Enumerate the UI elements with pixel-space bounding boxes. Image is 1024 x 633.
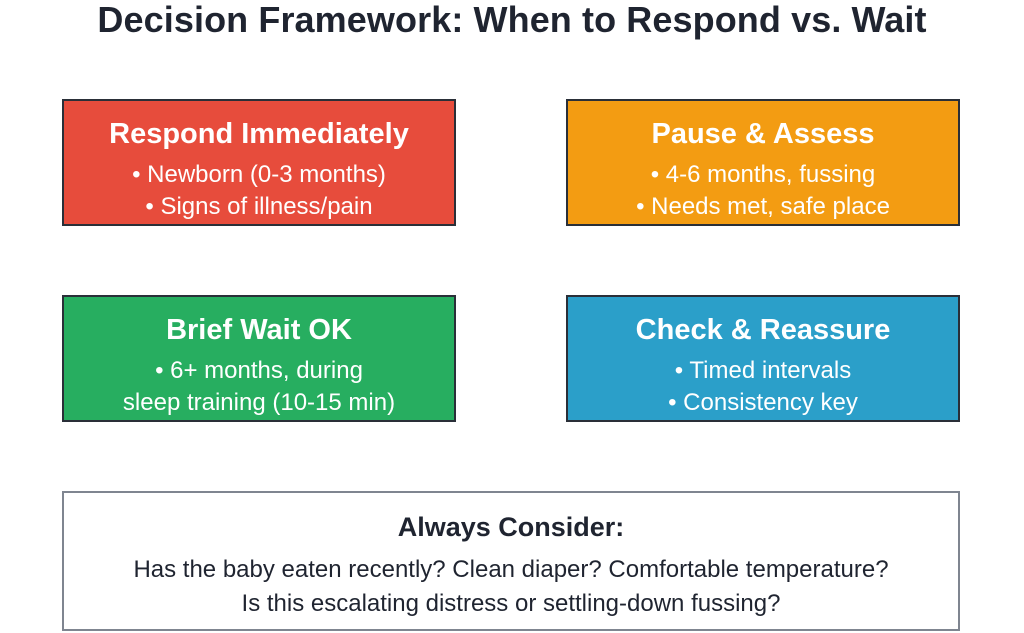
always-consider-box: Always Consider: Has the baby eaten rece… xyxy=(62,491,960,631)
box-line: • Signs of illness/pain xyxy=(145,193,373,220)
box-line: • Newborn (0-3 months) xyxy=(132,161,386,188)
respond-immediately-box: Respond Immediately • Newborn (0-3 month… xyxy=(62,99,456,226)
box-line: • Consistency key xyxy=(668,389,858,416)
check-reassure-box: Check & Reassure • Timed intervals • Con… xyxy=(566,295,960,422)
pause-assess-box: Pause & Assess • 4-6 months, fussing • N… xyxy=(566,99,960,226)
box-line: • Needs met, safe place xyxy=(636,193,890,220)
box-heading: Brief Wait OK xyxy=(166,314,352,346)
box-line: • Timed intervals xyxy=(674,357,852,384)
page-title: Decision Framework: When to Respond vs. … xyxy=(97,0,927,40)
box-heading: Respond Immediately xyxy=(109,118,409,150)
consider-heading: Always Consider: xyxy=(397,512,625,542)
box-heading: Check & Reassure xyxy=(635,314,891,346)
box-heading: Pause & Assess xyxy=(651,118,875,150)
consider-line: Is this escalating distress or settling-… xyxy=(241,590,781,617)
consider-line: Has the baby eaten recently? Clean diape… xyxy=(133,556,889,583)
box-line: • 6+ months, during xyxy=(155,357,363,384)
box-line: • 4-6 months, fussing xyxy=(650,161,876,188)
brief-wait-box: Brief Wait OK • 6+ months, during sleep … xyxy=(62,295,456,422)
box-line: sleep training (10-15 min) xyxy=(122,389,396,416)
